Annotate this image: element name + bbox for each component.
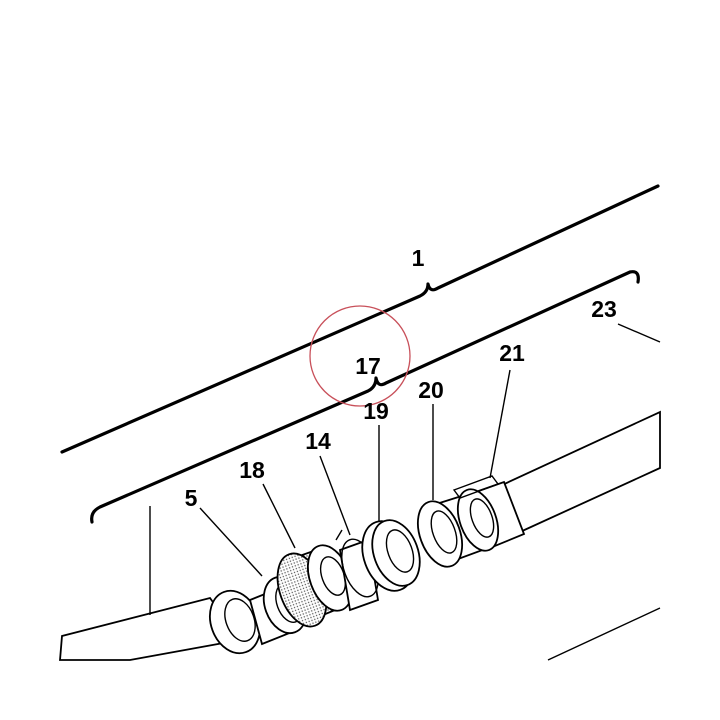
- part-19-washer: [361, 519, 421, 592]
- label-17: 17: [355, 353, 381, 379]
- shaft: [59, 410, 661, 661]
- leader-14: [319, 455, 351, 536]
- label-14: 14: [305, 428, 331, 454]
- assembly-17-bracket: [90, 270, 640, 524]
- leader-5: [199, 507, 263, 577]
- label-18: 18: [239, 457, 265, 483]
- leader-21: [489, 369, 511, 479]
- label-19: 19: [363, 398, 389, 424]
- leader-23: [617, 323, 661, 343]
- highlight-circle: [309, 305, 411, 407]
- label-20: 20: [418, 377, 444, 403]
- assembly-1-bracket: [60, 184, 660, 454]
- label-5: 5: [185, 485, 198, 511]
- label-1: 1: [412, 245, 425, 271]
- leader-18: [262, 483, 296, 549]
- part-21-collar: [452, 475, 526, 552]
- label-21: 21: [499, 340, 525, 366]
- label-23: 23: [591, 296, 617, 322]
